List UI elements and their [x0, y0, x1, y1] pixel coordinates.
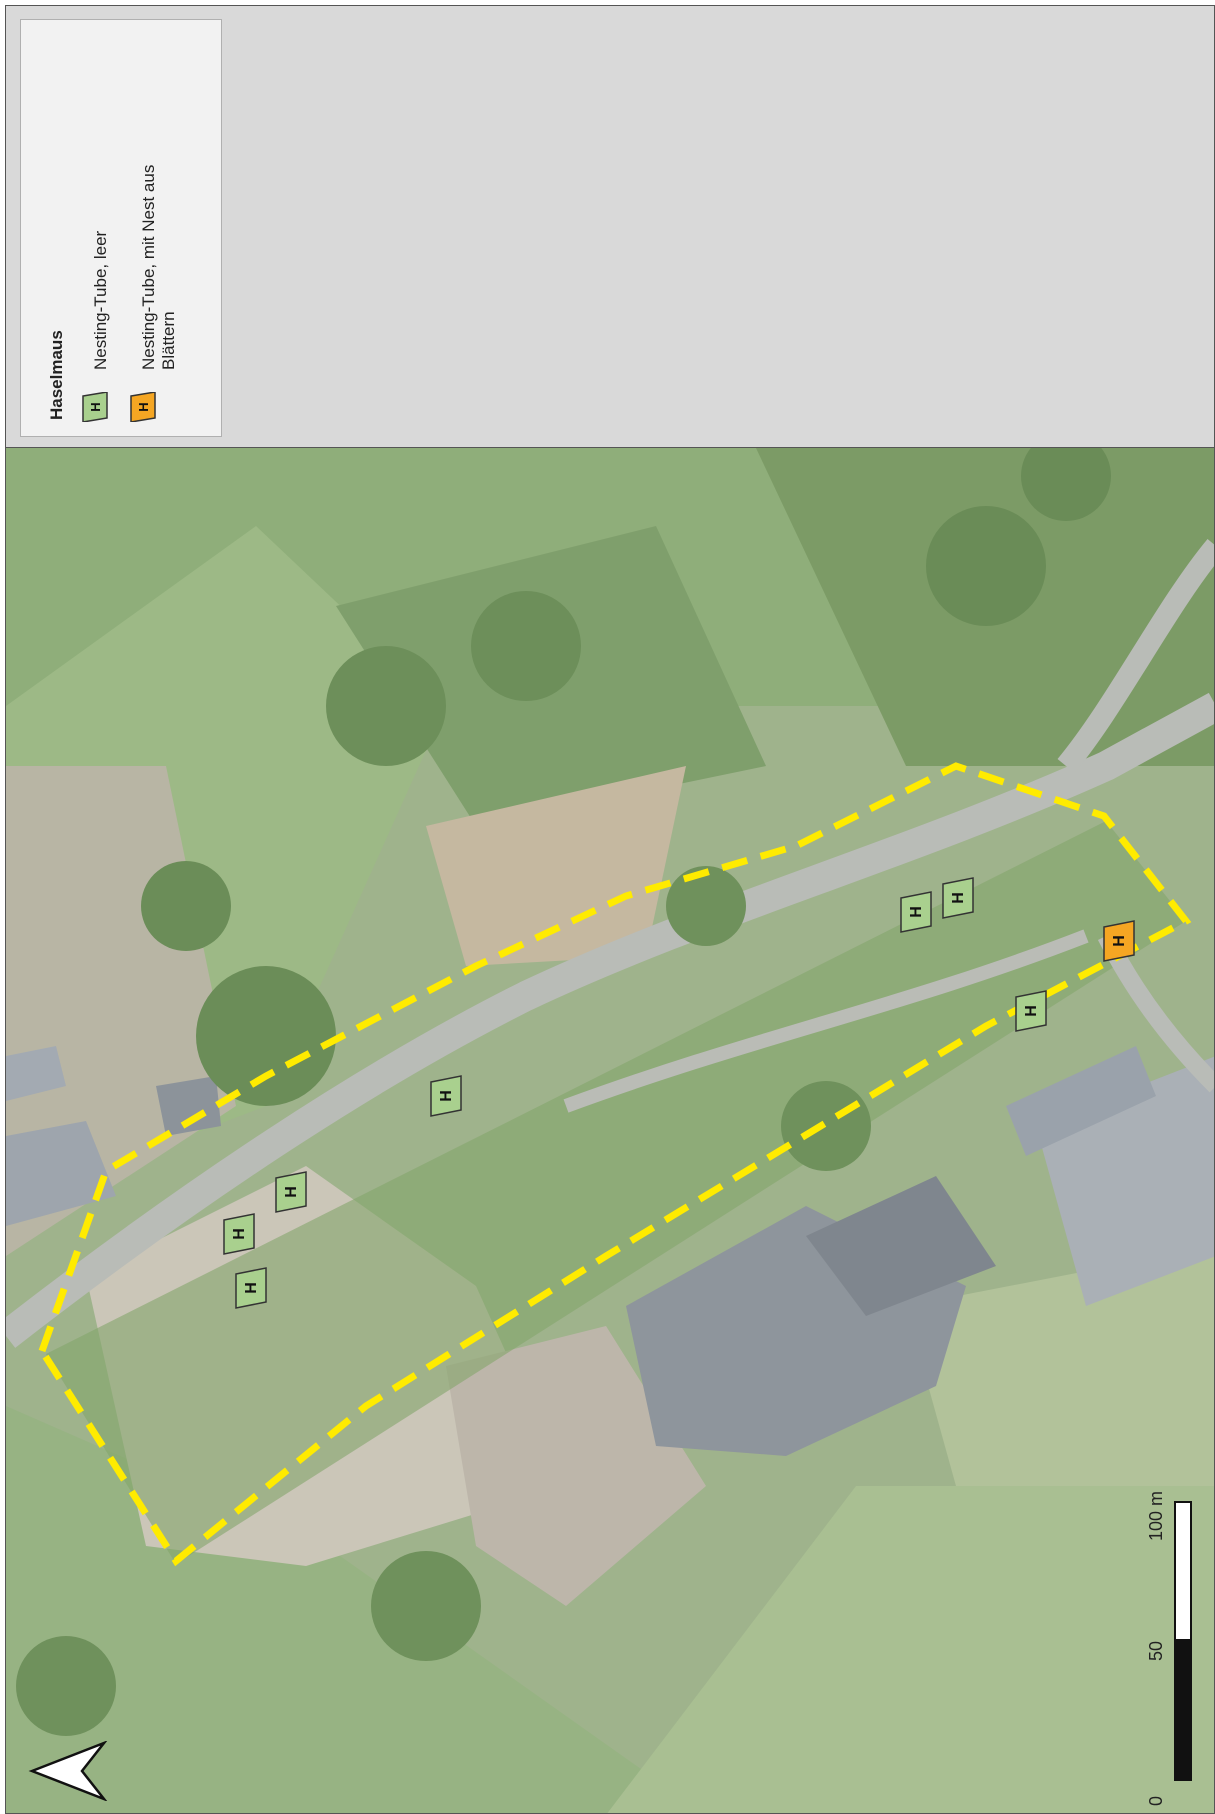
svg-text:H: H [908, 906, 925, 918]
scale-bar-black-segment [1174, 1641, 1192, 1781]
tube-marker-empty-1: H [235, 1267, 267, 1309]
scale-label-0: 0 [1146, 1795, 1166, 1806]
svg-text:H: H [88, 402, 103, 411]
svg-text:H: H [243, 1282, 260, 1294]
building-west-3 [156, 1076, 221, 1136]
tube-nest-symbol-icon: H [130, 392, 156, 422]
tube-marker-empty-6: H [942, 877, 974, 919]
tube-marker-empty-4: H [430, 1075, 462, 1117]
legend: Haselmaus H Nesting-Tube, leer H Nesting… [20, 19, 222, 437]
svg-text:H: H [1023, 1005, 1040, 1017]
tube-marker-empty-5: H [900, 891, 932, 933]
svg-text:H: H [1111, 935, 1128, 947]
main-road [6, 692, 1214, 1348]
svg-text:H: H [231, 1228, 248, 1240]
scale-bar-white-segment [1174, 1501, 1192, 1641]
map-frame: Haselmaus H Nesting-Tube, leer H Nesting… [5, 5, 1215, 1814]
building-under-construction [446, 1326, 706, 1606]
field-east [906, 1246, 1214, 1486]
ploughed-field [426, 766, 686, 966]
scale-label-50: 50 [1146, 1640, 1166, 1661]
north-arrow-icon [28, 1741, 108, 1801]
svg-text:H: H [950, 892, 967, 904]
office-building-wing [806, 1176, 996, 1316]
study-area-grass [46, 821, 1186, 1564]
field-southeast [607, 1486, 1214, 1813]
tube-empty-symbol-icon: H [82, 392, 108, 422]
building-east [1006, 1046, 1156, 1156]
svg-text:H: H [136, 402, 151, 411]
study-area-boundary [38, 762, 1192, 1567]
tube-marker-nest-1: H [1103, 920, 1135, 962]
building-west [6, 1121, 116, 1226]
svg-text:H: H [438, 1090, 455, 1102]
tube-marker-empty-7: H [1015, 990, 1047, 1032]
access-road [563, 929, 1089, 1113]
tube-marker-empty-3: H [275, 1171, 307, 1213]
tube-marker-empty-2: H [223, 1213, 255, 1255]
side-road-northeast [1057, 538, 1214, 774]
legend-panel-background: Haselmaus H Nesting-Tube, leer H Nesting… [6, 6, 1214, 448]
building-west-2 [6, 1046, 66, 1101]
scale-label-100: 100 m [1146, 1490, 1166, 1541]
tube-markers-layer: H H H H H H H H [223, 877, 1135, 1309]
svg-text:H: H [283, 1186, 300, 1198]
